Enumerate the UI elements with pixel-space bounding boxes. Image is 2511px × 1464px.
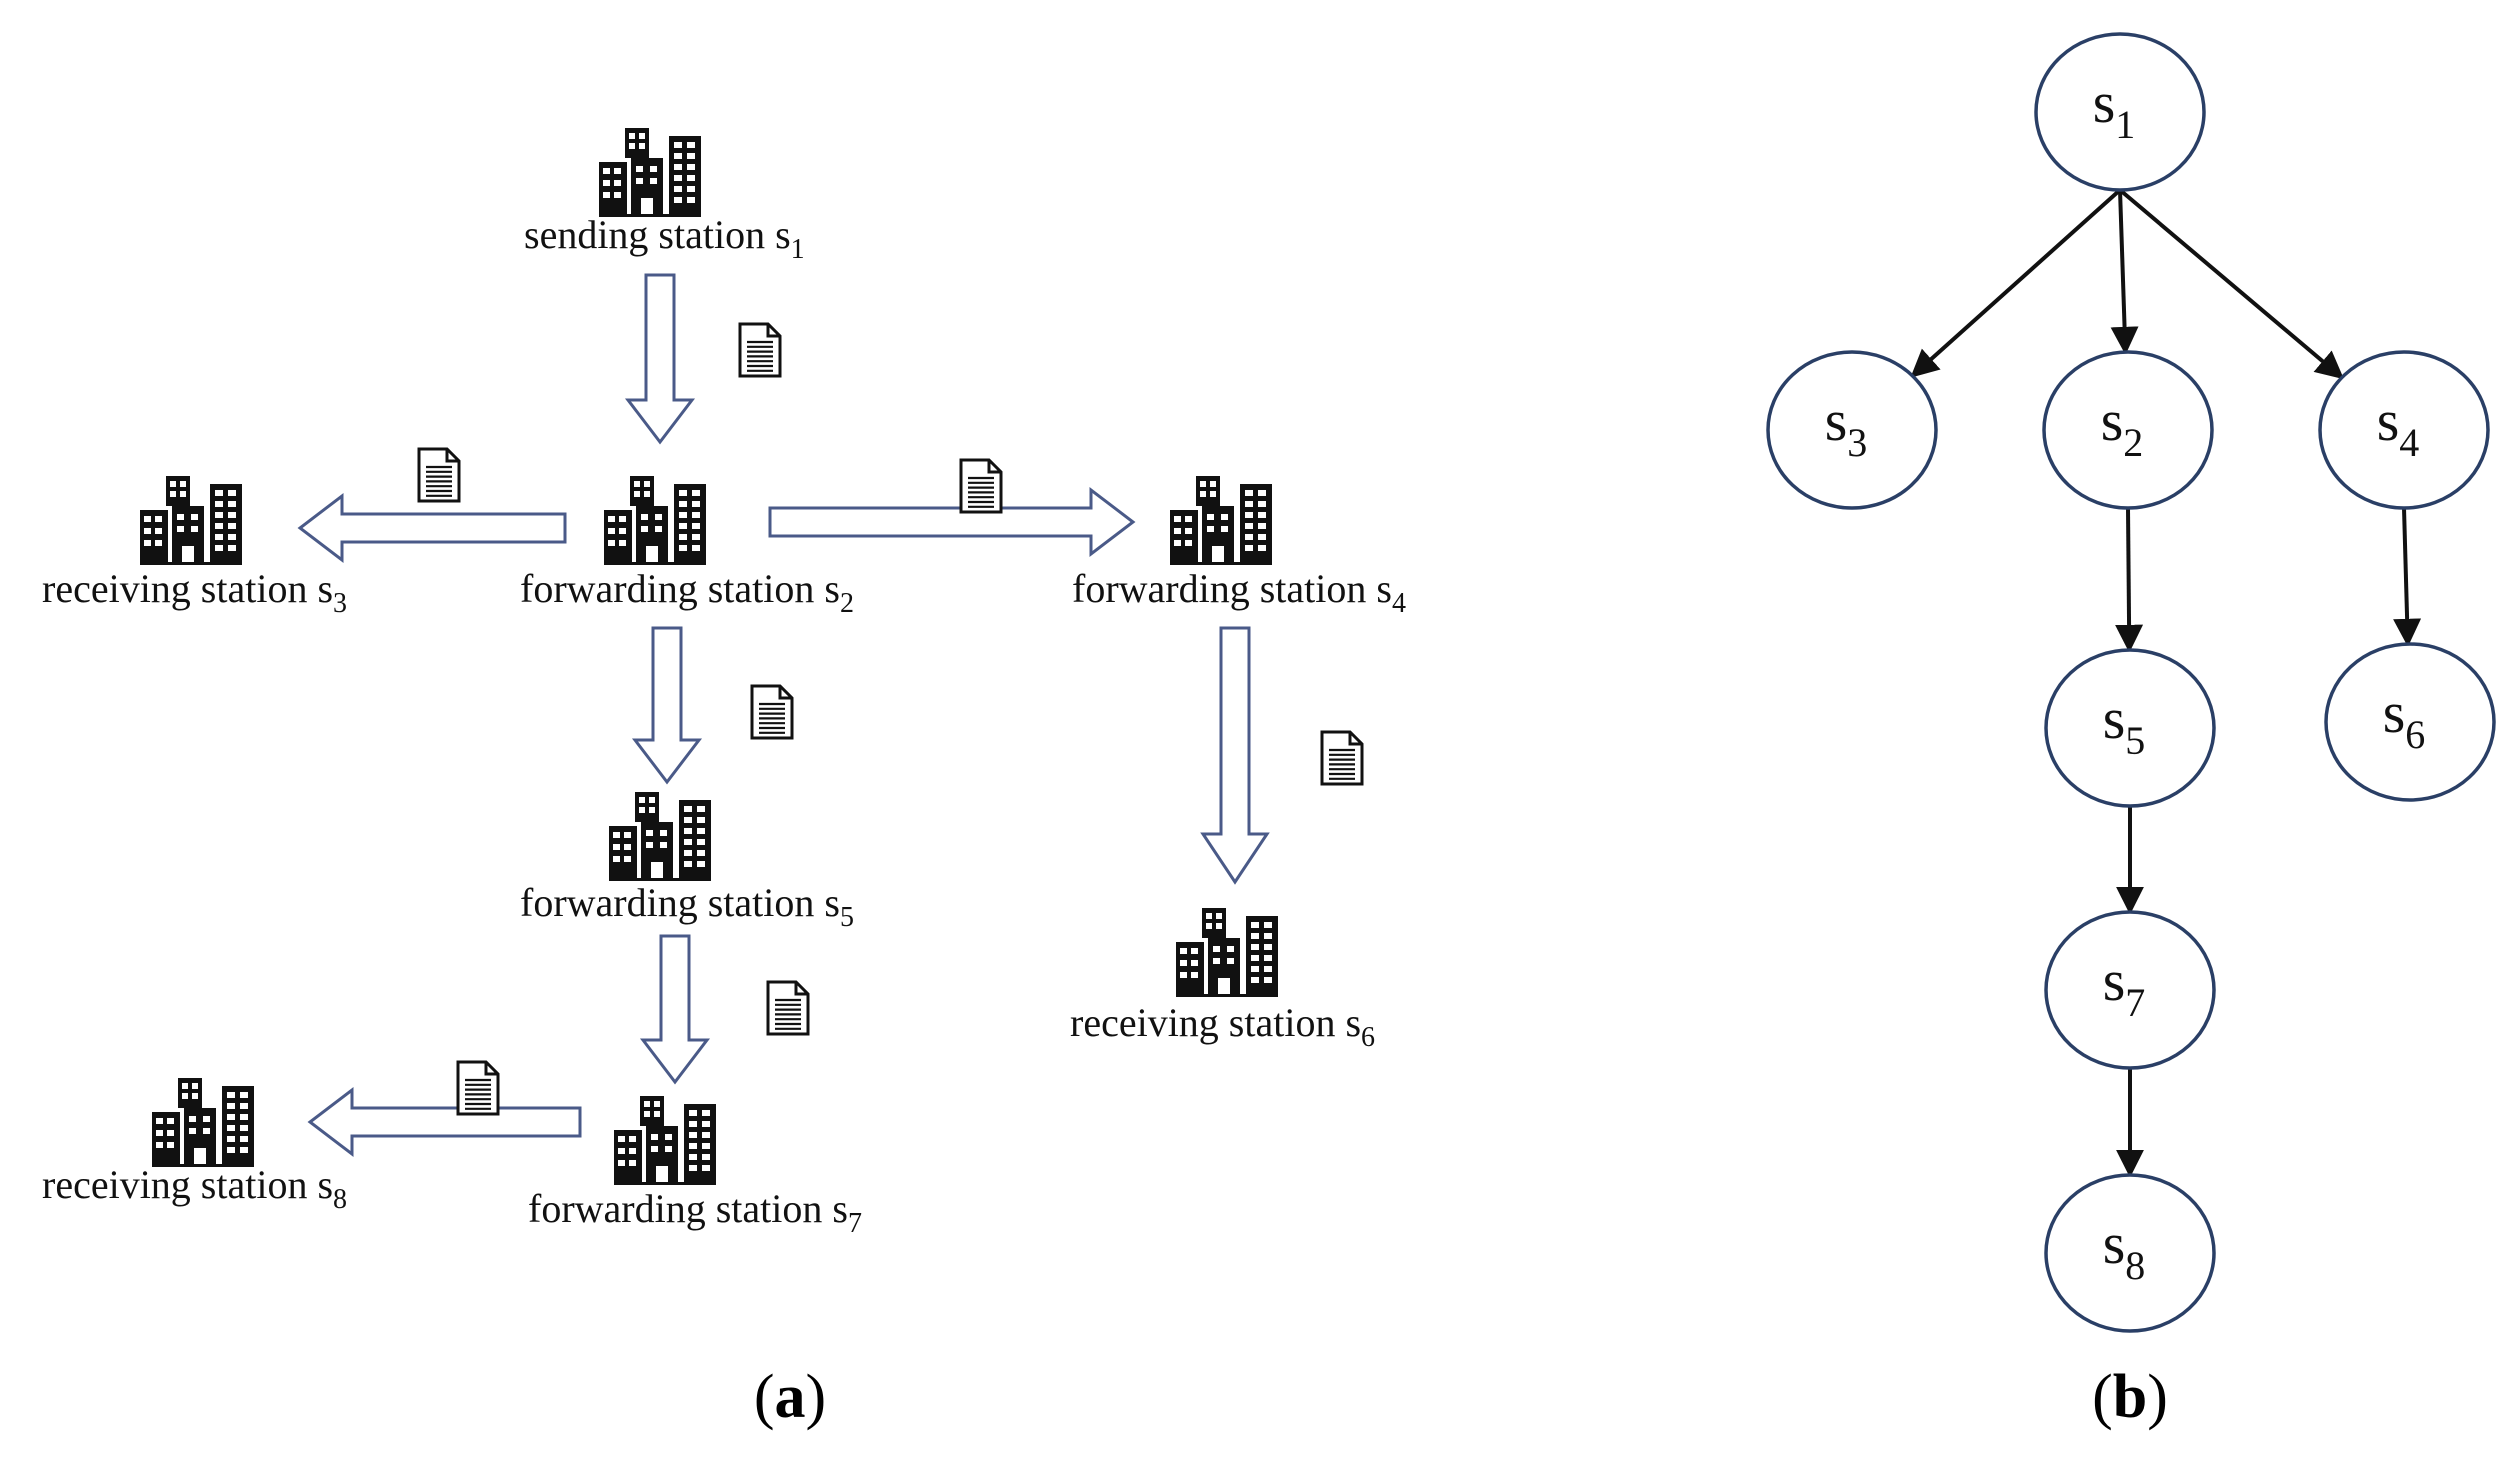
document-icon [750,684,794,740]
tree-node-s2: s2 [2042,350,2214,510]
transfer-arrows [297,273,1270,1158]
document-icon [456,1060,500,1116]
document-icon [417,447,461,503]
node-label: s8 [2103,1211,2146,1288]
station-label: receiving station s6 [1070,1000,1375,1053]
arrow-s4-s6 [1200,626,1270,885]
arrow-s7-s8 [307,1086,582,1158]
building-icon [614,1096,716,1185]
tree-node-s8: s8 [2044,1173,2216,1333]
tree-node-s7: s7 [2044,910,2216,1070]
edge-s1-s3 [1910,188,2122,378]
station-s1: sending station s1 [524,128,805,265]
station-s3: receiving station s3 [42,476,347,619]
station-s7: forwarding station s7 [528,1096,862,1239]
edge-s4-s6 [2393,507,2422,647]
document-icons [417,322,1364,1116]
node-label: s1 [2093,70,2136,147]
building-icon [1176,908,1278,997]
panel-a-station-network: sending station s1 forwarding station s2 r… [42,128,1406,1431]
tree-node-s3: s3 [1766,350,1938,510]
station-s6: receiving station s6 [1070,908,1375,1053]
panel-a-label: (a) [754,1363,826,1431]
arrow-s2-s5 [631,626,703,785]
station-label: receiving station s8 [42,1162,347,1215]
node-label: s4 [2377,388,2420,465]
building-icon [609,792,711,881]
tree-node-s6: s6 [2324,642,2496,802]
tree-node-s5: s5 [2044,648,2216,808]
document-icon [1320,730,1364,786]
building-icon [140,476,242,565]
station-s8: receiving station s8 [42,1078,347,1215]
document-icon [738,322,782,378]
node-label: s6 [2383,680,2426,757]
node-label: s3 [1825,388,1868,465]
station-s4: forwarding station s4 [1072,476,1406,619]
station-label: forwarding station s4 [1072,566,1406,619]
arrow-s1-s2 [624,273,696,445]
node-label: s2 [2101,388,2144,465]
station-label: receiving station s3 [42,566,347,619]
building-icon [1170,476,1272,565]
edge-s1-s2 [2110,189,2139,355]
node-label: s5 [2103,686,2146,763]
stations: sending station s1 forwarding station s2 r… [42,128,1406,1239]
document-icon [959,458,1003,514]
station-label: forwarding station s7 [528,1186,862,1239]
edge-s2-s5 [2115,507,2144,653]
tree-node-s4: s4 [2318,350,2490,510]
document-icon [766,980,810,1036]
panel-b-label: (b) [2092,1363,2168,1431]
edge-s1-s4 [2118,188,2345,380]
tree-node-s1: s1 [2034,32,2206,192]
arrow-s5-s7 [639,934,711,1085]
tree-nodes: s1 s3 s2 s4 s5 s6 s7 s8 [1766,32,2496,1333]
building-icon [604,476,706,565]
building-icon [599,128,701,217]
station-label: forwarding station s2 [520,566,854,619]
panel-b-tree: s1 s3 s2 s4 s5 s6 s7 s8 (b) [1766,32,2496,1431]
arrow-s2-s3 [297,492,567,564]
tree-edges [1910,188,2422,1178]
building-icon [152,1078,254,1167]
station-s2: forwarding station s2 [520,476,854,619]
station-s5: forwarding station s5 [520,792,854,933]
arrow-s2-s4 [768,486,1136,558]
node-label: s7 [2103,948,2146,1025]
station-label: forwarding station s5 [520,880,854,933]
station-label: sending station s1 [524,212,805,265]
